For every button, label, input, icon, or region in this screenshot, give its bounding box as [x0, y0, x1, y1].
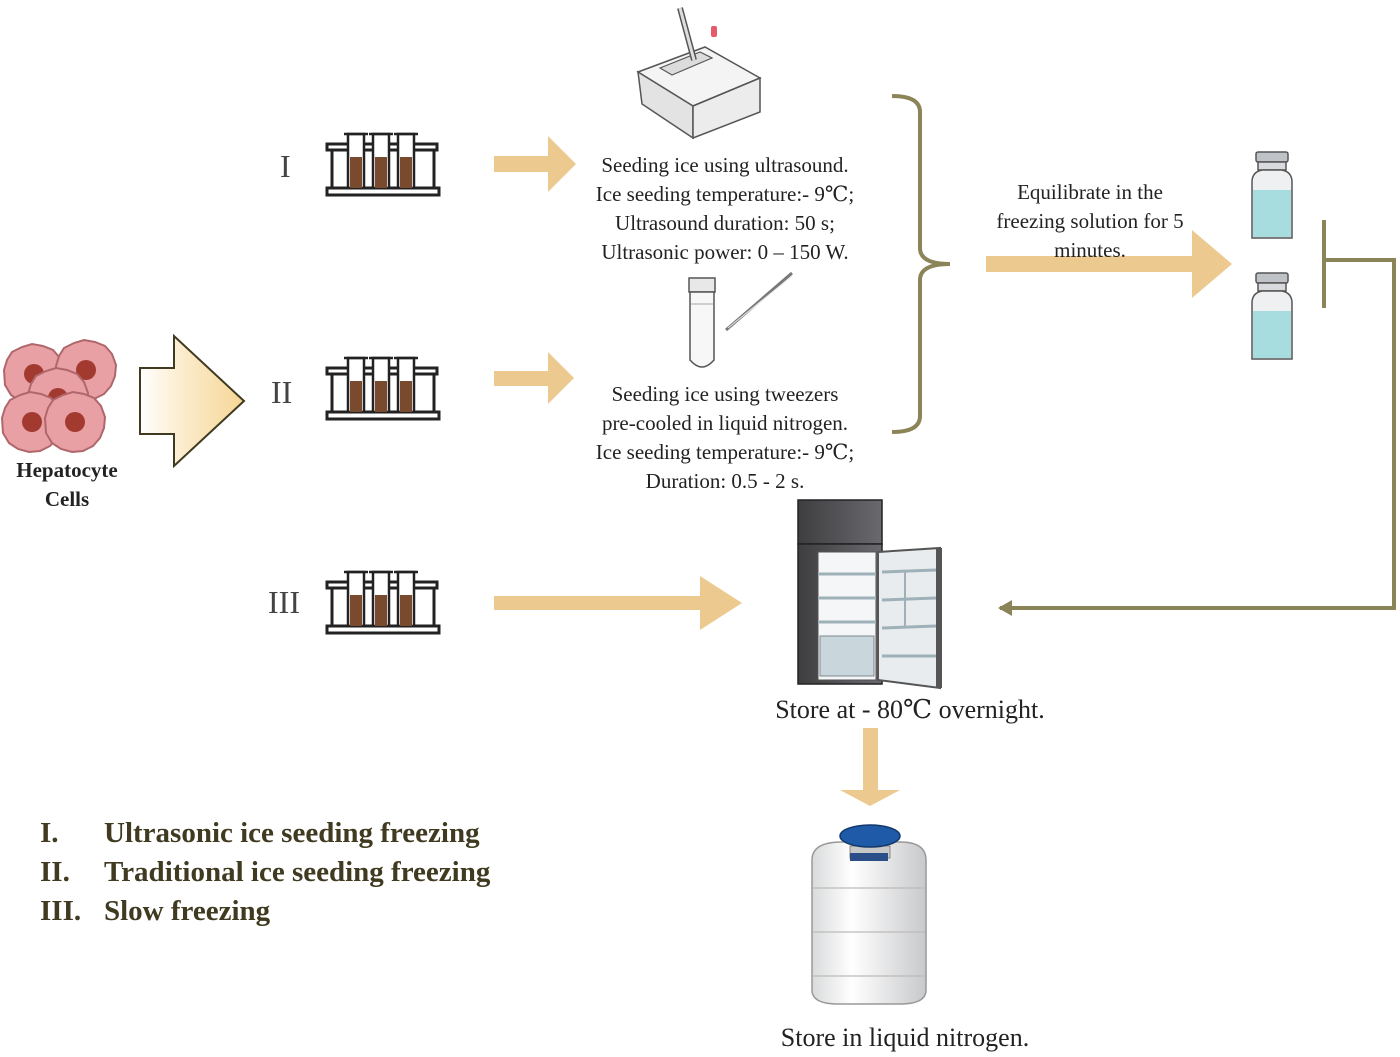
- store-freezer-caption: Store at - 80℃ overnight.: [775, 695, 1045, 724]
- tweezers-tube-illustration: [688, 271, 793, 368]
- tweezers-method-text: Seeding ice using tweezers pre-cooled in…: [595, 382, 855, 493]
- hepatocyte-cells-label: Hepatocyte Cells: [16, 458, 118, 511]
- method-legend: I. Ultrasonic ice seeding freezing II. T…: [40, 814, 490, 931]
- test-tube-rack-i: [325, 132, 441, 197]
- method-numeral-i: I: [280, 148, 291, 184]
- equilibrate-text: Equilibrate in the freezing solution for…: [996, 180, 1184, 262]
- ultrasound-device-illustration: [636, 7, 762, 140]
- methods-bracket: [891, 94, 951, 434]
- test-tube-rack-ii: [325, 356, 441, 421]
- liquid-nitrogen-dewar-illustration: [811, 824, 927, 1005]
- method-numeral-ii: II: [271, 374, 293, 410]
- return-connector: [1000, 220, 1396, 610]
- vial-bottom: [1251, 272, 1293, 360]
- hepatocyte-cells-illustration: [1, 339, 117, 453]
- method-numeral-iii: III: [268, 584, 300, 620]
- store-nitrogen-caption: Store in liquid nitrogen.: [780, 1023, 1030, 1052]
- test-tube-rack-iii: [325, 570, 441, 635]
- ultrasound-method-text: Seeding ice using ultrasound. Ice seedin…: [595, 153, 855, 264]
- vial-top: [1251, 151, 1293, 239]
- big-input-arrow: [139, 333, 246, 469]
- legend-item: I. Ultrasonic ice seeding freezing: [40, 817, 480, 849]
- legend-item: III. Slow freezing: [40, 895, 271, 927]
- freezer-illustration: [797, 499, 942, 690]
- legend-item: II. Traditional ice seeding freezing: [40, 856, 491, 888]
- method-arrows: [494, 136, 1232, 806]
